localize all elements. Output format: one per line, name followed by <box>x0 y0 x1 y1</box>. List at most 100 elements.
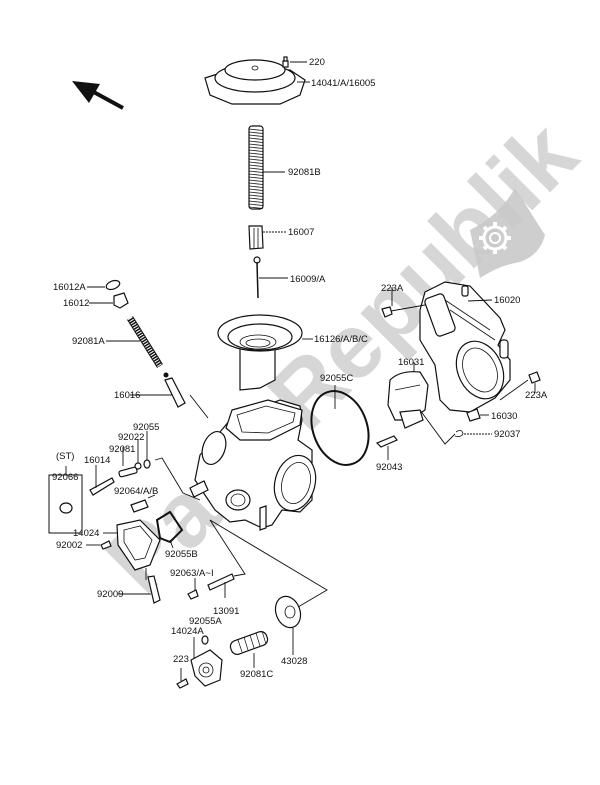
part-drain-92009 <box>118 568 161 604</box>
part-box-ST <box>48 466 83 534</box>
spring-coil <box>248 182 264 185</box>
spring-coil <box>248 152 264 155</box>
spring-coil <box>248 191 264 194</box>
label-16012A[interactable]: 16012A <box>53 282 86 293</box>
part-oring-92055A <box>201 635 209 645</box>
watermark-text: PartsRepublik <box>86 102 596 612</box>
part-pilot-14024A <box>190 637 223 687</box>
spring-coil <box>248 176 264 179</box>
label-14041[interactable]: 14041/A/16005 <box>311 78 375 89</box>
part-diaphragm-16126 <box>217 314 313 391</box>
spring-coil <box>248 200 264 203</box>
label-92081C[interactable]: 92081C <box>240 669 273 680</box>
label-92043[interactable]: 92043 <box>376 462 402 473</box>
part-float-chamber-14024 <box>103 519 161 571</box>
part-jet-92063 <box>187 578 199 600</box>
label-16016[interactable]: 16016 <box>114 390 140 401</box>
part-bolt-223A-right <box>499 371 541 401</box>
part-jet-needle-16009 <box>253 256 288 299</box>
part-washer-92022 <box>134 439 142 470</box>
part-screw-92002 <box>86 540 112 550</box>
spring-coil <box>248 206 264 209</box>
spring-coil <box>248 140 264 143</box>
label-92037[interactable]: 92037 <box>494 429 520 440</box>
part-spring-92081C <box>229 630 269 668</box>
label-223A-right[interactable]: 223A <box>525 390 548 401</box>
spring-coil <box>248 194 264 197</box>
label-223[interactable]: 223 <box>173 654 189 665</box>
spring-coil <box>248 167 264 170</box>
label-223A-top[interactable]: 223A <box>381 283 404 294</box>
label-92055A[interactable]: 92055A <box>189 616 222 627</box>
part-piston-16016 <box>130 372 186 408</box>
label-92081A[interactable]: 92081A <box>72 336 105 347</box>
label-13091[interactable]: 13091 <box>213 606 239 617</box>
spring-coil <box>248 170 264 173</box>
part-carburetor-body <box>189 394 317 531</box>
part-cap-16012 <box>89 292 129 309</box>
spring-coil <box>248 185 264 188</box>
spring-coil <box>248 158 264 161</box>
part-screw-220 <box>282 56 307 68</box>
label-43028[interactable]: 43028 <box>281 656 307 667</box>
part-oring-92055C <box>310 385 370 466</box>
watermark-flag <box>470 188 545 278</box>
label-16126[interactable]: 16126/A/B/C <box>314 334 368 345</box>
spring-coil <box>248 203 264 206</box>
spring-coil <box>248 155 264 158</box>
label-92022[interactable]: 92022 <box>118 432 144 443</box>
part-screw-16030 <box>466 408 489 422</box>
part-clip-92037 <box>454 430 492 438</box>
spring-coil <box>248 134 264 137</box>
watermark: PartsRepublik <box>86 102 596 612</box>
label-92055C[interactable]: 92055C <box>320 373 353 384</box>
part-needle-holder-16007 <box>248 225 287 250</box>
part-spring-92081B <box>248 125 285 210</box>
label-16020[interactable]: 16020 <box>494 295 520 306</box>
part-spring-92081 <box>118 447 138 478</box>
label-16012[interactable]: 16012 <box>63 298 89 309</box>
spring-coil <box>248 161 264 164</box>
label-92066[interactable]: 92066 <box>52 472 78 483</box>
label-16009[interactable]: 16009/A <box>290 274 326 285</box>
label-16031[interactable]: 16031 <box>398 357 424 368</box>
part-valve-92064 <box>130 494 156 513</box>
part-jet-holder-13091 <box>207 519 246 598</box>
part-lever-92043 <box>375 435 398 460</box>
label-92081[interactable]: 92081 <box>109 444 135 455</box>
label-220[interactable]: 220 <box>309 57 325 68</box>
label-92064[interactable]: 92064/A/B <box>114 486 158 497</box>
part-valve-43028 <box>209 519 328 655</box>
part-throttle-body-16020 <box>419 281 511 413</box>
part-screw-223 <box>176 668 189 689</box>
label-16007[interactable]: 16007 <box>288 227 314 238</box>
label-92063[interactable]: 92063/A~I <box>170 568 214 579</box>
part-spring-92081A <box>106 316 163 368</box>
spring-coil <box>248 188 264 191</box>
spring-coil <box>248 197 264 200</box>
label-16014[interactable]: 16014 <box>84 455 110 466</box>
spring-coil <box>248 137 264 140</box>
label-92002[interactable]: 92002 <box>56 540 82 551</box>
label-14024[interactable]: 14024 <box>73 528 99 539</box>
spring-coil <box>248 131 264 134</box>
front-arrow-icon <box>72 81 124 110</box>
label-92055[interactable]: 92055 <box>133 422 159 433</box>
part-labels: 220 14041/A/16005 92081B 16007 16009/A 1… <box>52 57 548 680</box>
part-cap-16012A <box>87 279 121 291</box>
spring-coil <box>248 149 264 152</box>
label-16030[interactable]: 16030 <box>491 411 517 422</box>
label-92081B[interactable]: 92081B <box>288 167 321 178</box>
label-92009[interactable]: 92009 <box>97 589 123 600</box>
part-screw-16014 <box>89 465 115 496</box>
part-bolt-223A-top <box>381 287 426 318</box>
label-92055B[interactable]: 92055B <box>165 549 198 560</box>
spring-coil <box>248 173 264 176</box>
gear-icon <box>479 222 511 254</box>
part-top-cover <box>204 59 310 105</box>
label-14024A[interactable]: 14024A <box>171 626 204 637</box>
label-ST[interactable]: (ST) <box>56 451 74 462</box>
spring-coil <box>248 143 264 146</box>
part-oring-92055 <box>143 431 201 501</box>
